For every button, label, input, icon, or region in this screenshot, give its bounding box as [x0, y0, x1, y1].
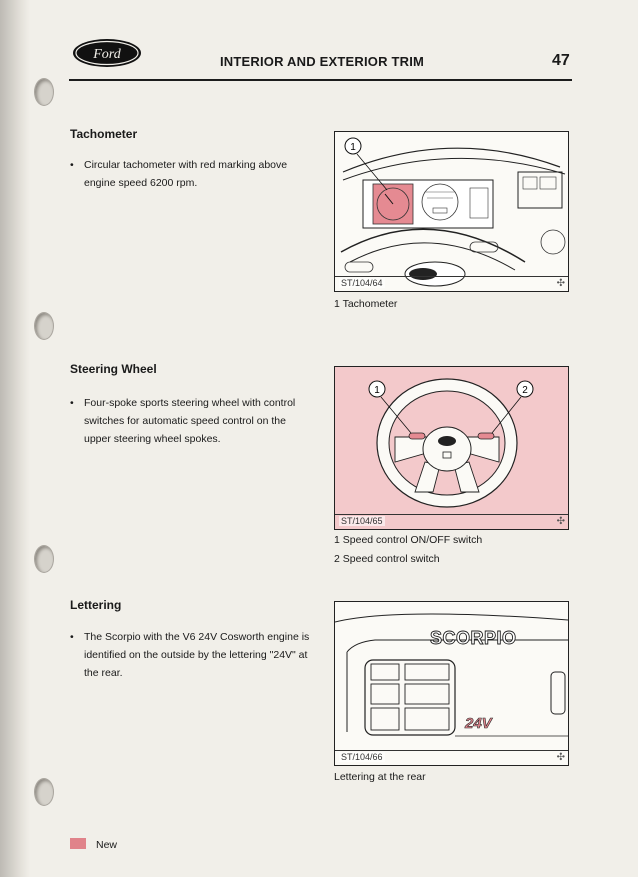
callout-2: 2 — [522, 385, 528, 396]
bullet-lettering: • The Scorpio with the V6 24V Cosworth e… — [70, 628, 310, 682]
figure-ref-label: ST/104/64 — [339, 278, 385, 288]
figure-rear-lettering: SCORPIO 24V ST/104/66 ✣ — [334, 601, 569, 766]
bullet-dot: • — [70, 397, 74, 409]
scorpio-badge: SCORPIO — [430, 628, 517, 648]
figure-ref-rule — [335, 276, 568, 277]
binder-hole — [34, 778, 54, 806]
figure-ref-rule — [335, 514, 568, 515]
page-binding-shadow — [0, 0, 30, 877]
caption-tachometer: 1 Tachometer — [334, 298, 398, 310]
binder-hole — [34, 78, 54, 106]
page-number: 47 — [552, 52, 570, 69]
section-title-tachometer: Tachometer — [70, 127, 138, 141]
bullet-tachometer: • Circular tachometer with red marking a… — [70, 156, 310, 192]
ford-mark-icon: ✣ — [556, 278, 565, 289]
caption-rear-lettering: Lettering at the rear — [334, 771, 426, 783]
page-header-title: INTERIOR AND EXTERIOR TRIM — [220, 54, 425, 69]
ford-mark-icon: ✣ — [556, 752, 565, 763]
figure-ref-rule — [335, 750, 568, 751]
bullet-dot: • — [70, 631, 74, 643]
binder-hole — [34, 312, 54, 340]
section-title-lettering: Lettering — [70, 598, 122, 612]
caption-steering-wheel-list: 1 Speed control ON/OFF switch 2 Speed co… — [334, 531, 482, 569]
figure-steering-wheel: 1 2 ST/104/65 ✣ — [334, 366, 569, 530]
ford-logo-icon: Ford — [73, 39, 141, 67]
svg-text:Ford: Ford — [92, 47, 121, 62]
figure-tachometer: 1 ST/104/64 ✣ — [334, 131, 569, 292]
caption-item: 1 Speed control ON/OFF switch — [334, 534, 483, 546]
bullet-dot: • — [70, 159, 74, 171]
section-title-steering-wheel: Steering Wheel — [70, 362, 157, 376]
24v-badge: 24V — [464, 715, 494, 732]
figure-ref-label: ST/104/65 — [339, 516, 385, 526]
bullet-steering-wheel: • Four-spoke sports steering wheel with … — [70, 394, 310, 448]
callout-1: 1 — [350, 142, 356, 153]
new-legend-swatch — [70, 838, 86, 849]
figure-ref-label: ST/104/66 — [339, 752, 385, 762]
callout-1: 1 — [374, 385, 380, 396]
binder-hole — [34, 545, 54, 573]
new-legend-label: New — [96, 839, 118, 851]
caption-item: 2 Speed control switch — [334, 553, 440, 565]
header-rule — [69, 79, 572, 81]
ford-mark-icon: ✣ — [556, 516, 565, 527]
